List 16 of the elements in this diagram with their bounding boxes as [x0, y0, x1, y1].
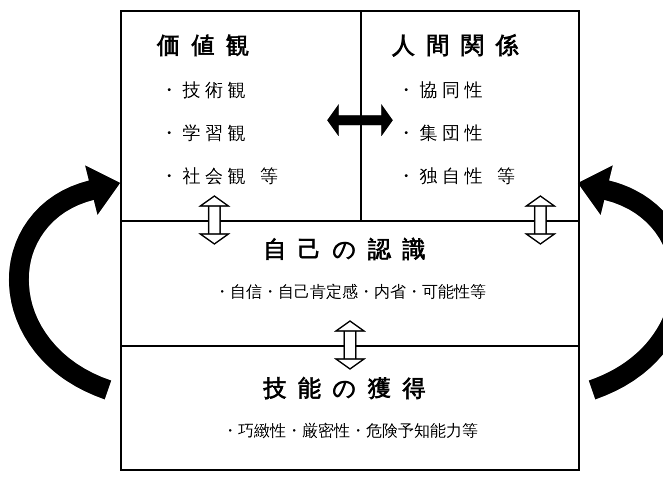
panel [360, 10, 580, 222]
heading-text: 人間関係 [392, 32, 530, 61]
panel [120, 10, 362, 222]
panel [120, 345, 580, 471]
list-item: ・技術観 [160, 79, 250, 102]
list-item: ・集団性 [397, 122, 487, 145]
heading-text: 技能の獲得 [262, 375, 438, 404]
panel [120, 220, 580, 347]
list-item: ・社会観 等 [160, 165, 283, 188]
list-item: ・自信・自己肯定感・内省・可能性等 [213, 282, 487, 303]
list-item: ・巧緻性・厳密性・危険予知能力等 [221, 421, 479, 442]
list-item: ・学習観 [160, 122, 250, 145]
heading-text: 価値観 [157, 32, 260, 61]
heading-text: 自己の認識 [262, 236, 438, 265]
list-item: ・協同性 [397, 79, 487, 102]
list-item: ・独自性 等 [397, 165, 520, 188]
